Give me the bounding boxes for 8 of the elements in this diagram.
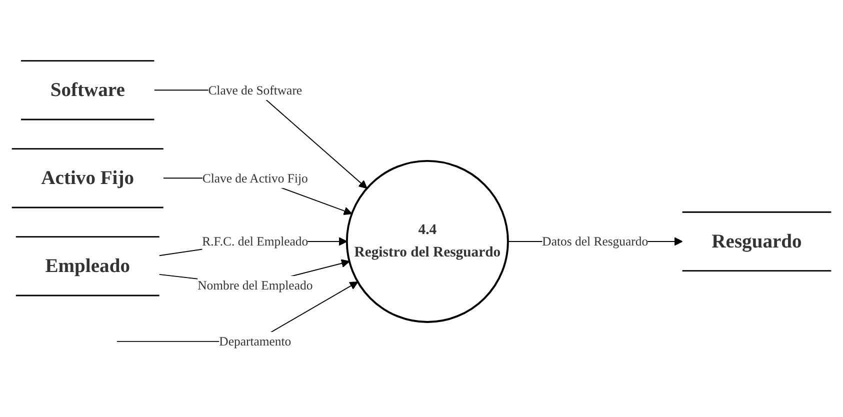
arrow (154, 90, 368, 189)
edge-label: Nombre del Empleado (198, 278, 313, 293)
node-circle: 4.4 Registro del Resguardo (346, 160, 509, 323)
edge-label: Departamento (219, 334, 292, 349)
edge-label: Clave de Software (208, 82, 302, 98)
edge-label: Clave de Activo Fijo (202, 170, 308, 186)
edge-label: Datos del Resguardo (542, 234, 648, 249)
edge-label: R.F.C. del Empleado (202, 234, 308, 249)
